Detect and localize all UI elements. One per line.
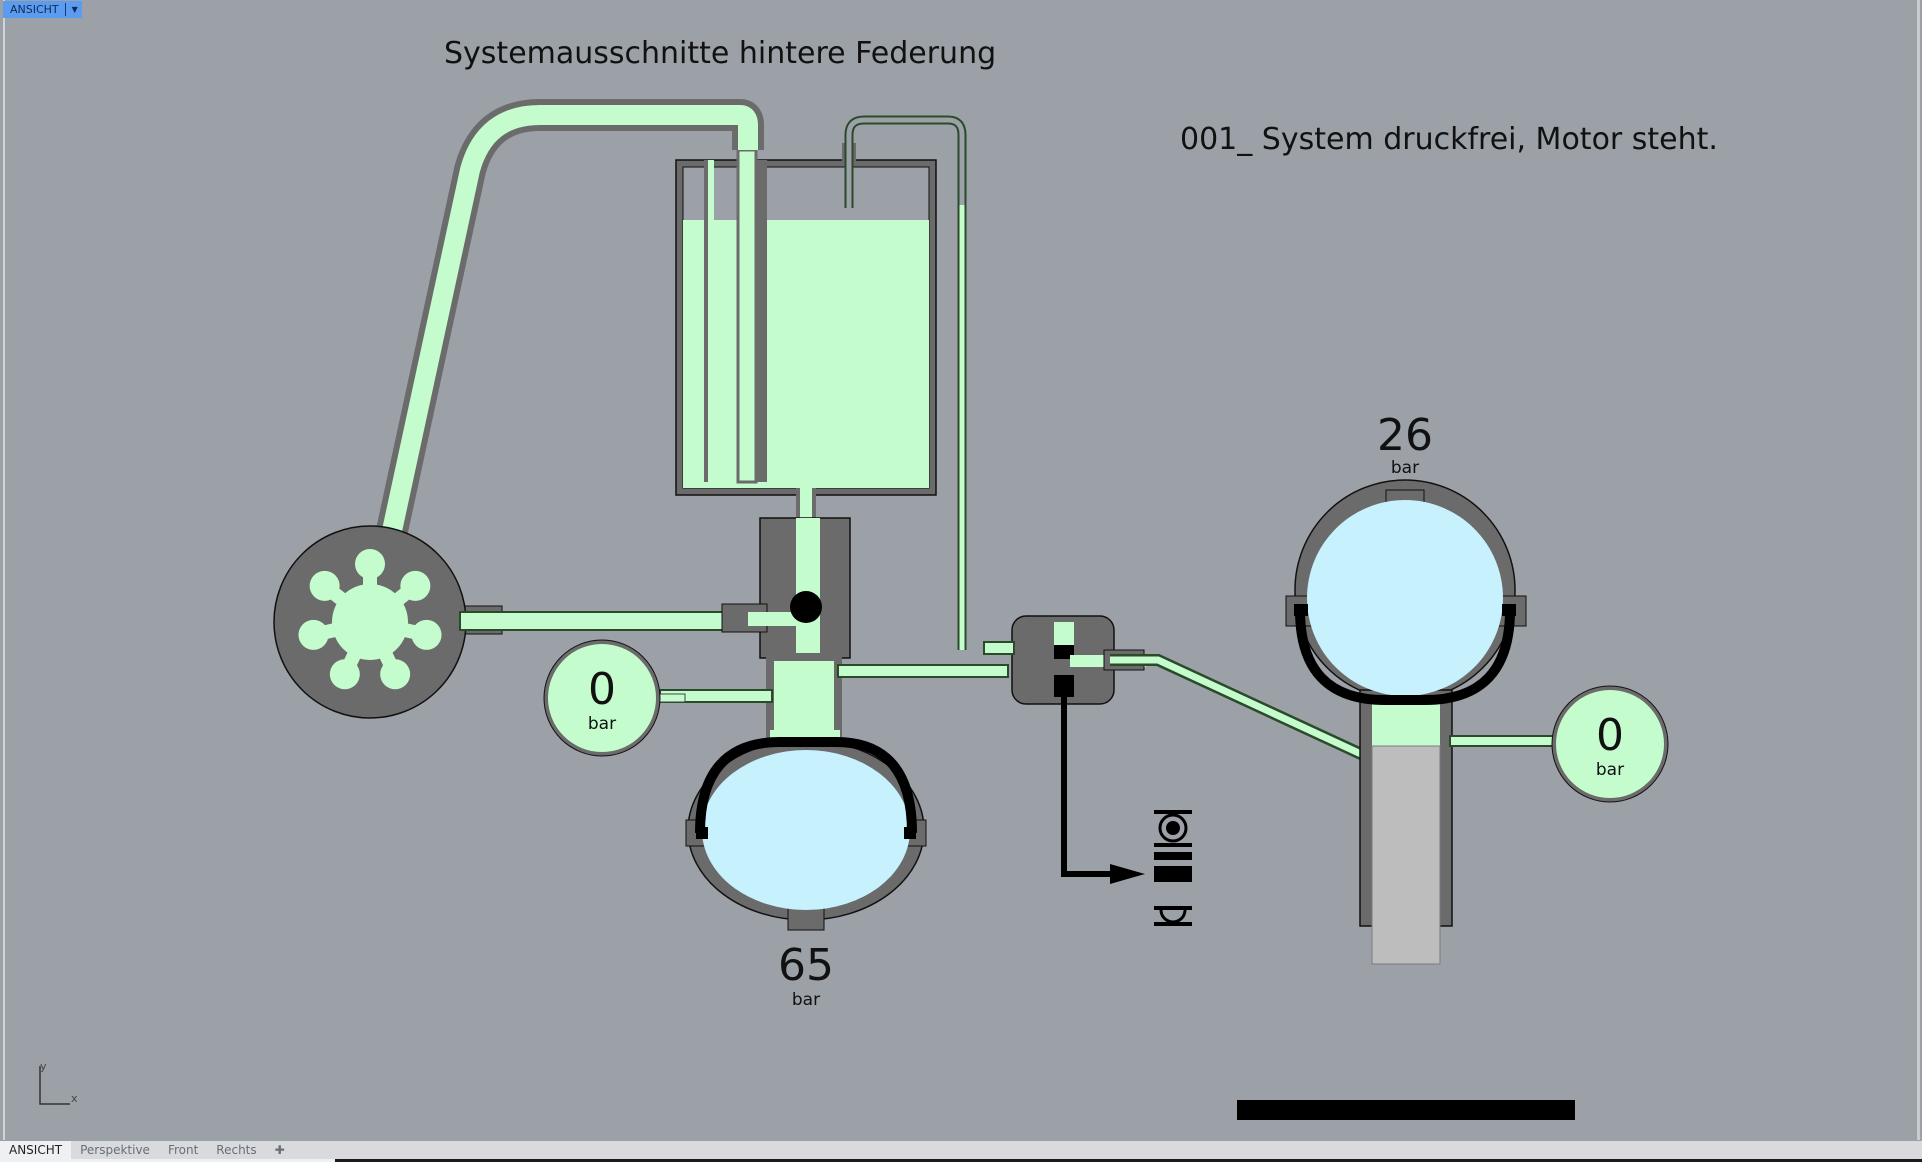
strut-gauge-value: 0 [1596, 710, 1624, 761]
main-accumulator-unit: bar [791, 990, 821, 1010]
strut-sphere-pressure: 26 [1377, 410, 1433, 461]
state-caption: 001_ System druckfrei, Motor steht. [1180, 122, 1718, 157]
pump-gauge-unit: bar [587, 714, 617, 734]
viewport-tab-bar: ANSICHT Perspektive Front Rechts ✚ [0, 1141, 1922, 1159]
strut-piston [1371, 745, 1441, 965]
pump-pressure-gauge [543, 639, 686, 757]
strut-sphere-unit: bar [1390, 458, 1420, 478]
strut-pressure-gauge [1551, 685, 1669, 803]
scale-bar [1237, 1100, 1575, 1120]
axis-indicator [39, 1066, 70, 1105]
tab-ansicht[interactable]: ANSICHT [0, 1141, 72, 1159]
check-ball [790, 591, 822, 623]
pump-piston [411, 619, 442, 650]
pump-piston [298, 619, 329, 650]
tab-front[interactable]: Front [167, 1143, 199, 1157]
diagram-title: Systemausschnitte hintere Federung [444, 36, 997, 71]
tab-rechts[interactable]: Rechts [216, 1143, 257, 1157]
normal-position-icon [1154, 852, 1192, 882]
pump-piston [380, 659, 411, 690]
suction-line [374, 99, 764, 544]
height-selector-icons [1154, 810, 1192, 926]
pump-gauge-value: 0 [588, 664, 616, 715]
main-accumulator [685, 730, 927, 931]
pump-piston [329, 659, 360, 690]
high-position-icon [1154, 810, 1192, 847]
pump-piston [309, 570, 340, 601]
viewport-title-tab[interactable]: ANSICHT ▼ [3, 1, 82, 18]
arrow-icon [1110, 864, 1145, 884]
low-position-icon [1154, 906, 1192, 926]
axis-x-label: x [71, 1092, 78, 1105]
pump-piston [355, 549, 385, 579]
divider [0, 1159, 1922, 1162]
strut-gauge-unit: bar [1595, 760, 1625, 780]
radial-pump [273, 525, 503, 719]
control-linkage [1061, 697, 1125, 877]
height-corrector-valve [983, 615, 1377, 884]
pump-piston [400, 570, 431, 601]
plus-icon[interactable]: ✚ [274, 1143, 285, 1157]
high-pressure-line [459, 611, 761, 631]
viewport-title-label: ANSICHT [10, 3, 59, 16]
main-accumulator-pressure: 65 [778, 940, 834, 991]
divider [64, 3, 66, 16]
suspension-strut [1285, 479, 1561, 965]
tab-perspektive[interactable]: Perspektive [80, 1143, 150, 1157]
reservoir-fluid [683, 220, 929, 488]
pressure-regulator-valve [659, 517, 1009, 741]
chevron-down-icon[interactable]: ▼ [71, 5, 78, 14]
axis-y-label: y [40, 1060, 47, 1073]
